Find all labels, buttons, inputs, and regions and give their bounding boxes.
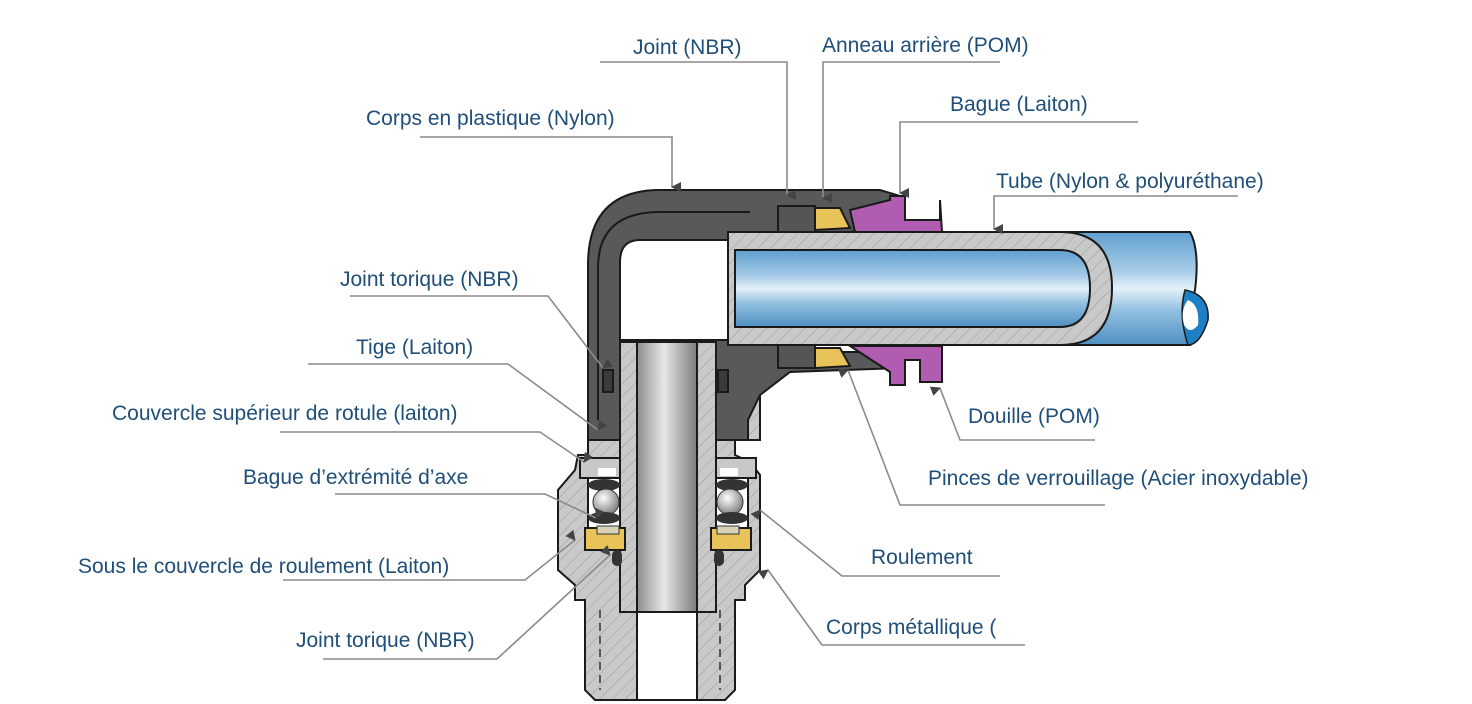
label-joint-torique-bas: Joint torique (NBR)	[296, 629, 475, 652]
collet-bottom	[777, 344, 943, 386]
leader-pinces	[837, 368, 1105, 506]
leader-corps-plastique	[420, 136, 681, 192]
label-bague-laiton: Bague (Laiton)	[950, 93, 1088, 116]
label-couvercle-superieur: Couvercle supérieur de rotule (laiton)	[112, 402, 458, 425]
label-tige: Tige (Laiton)	[356, 336, 474, 359]
label-douille: Douille (POM)	[968, 405, 1100, 428]
leader-corps-metallique	[757, 569, 1025, 646]
label-tube: Tube (Nylon & polyuréthane)	[996, 170, 1264, 193]
leader-tube	[993, 195, 1238, 234]
leader-lines	[280, 61, 1238, 660]
label-sous-couvercle: Sous le couvercle de roulement (Laiton)	[78, 555, 450, 578]
leader-couvercle	[280, 431, 594, 463]
label-joint-nbr: Joint (NBR)	[633, 36, 742, 59]
bore	[636, 599, 698, 701]
label-pinces: Pinces de verrouillage (Acier inoxydable…	[928, 467, 1309, 490]
leader-joint-nbr	[600, 61, 796, 200]
label-roulement: Roulement	[871, 546, 973, 569]
stem-bore	[636, 341, 698, 613]
leader-roulement	[750, 509, 1000, 577]
tube	[727, 231, 1209, 346]
label-corps-plastique: Corps en plastique (Nylon)	[366, 107, 615, 130]
leader-douille	[929, 386, 1095, 441]
o-ring-right	[717, 369, 729, 393]
body-inner-line	[597, 211, 750, 420]
leader-tige	[308, 363, 608, 431]
leader-joint-torique-haut	[350, 295, 614, 369]
label-corps-metallique: Corps métallique (	[826, 616, 997, 639]
leader-sous-couvercle	[283, 529, 576, 581]
leader-anneau	[822, 61, 1000, 203]
label-anneau-arriere: Anneau arrière (POM)	[822, 34, 1029, 57]
leader-bague-extremite	[335, 493, 605, 519]
bearing-right	[710, 457, 757, 566]
bearing-left	[579, 457, 626, 566]
collet-top	[777, 195, 944, 233]
label-joint-torique-haut: Joint torique (NBR)	[340, 268, 519, 291]
o-ring-left	[602, 369, 614, 393]
leader-joint-torique-bas	[323, 544, 611, 660]
label-bague-extremite: Bague d’extrémité d’axe	[243, 466, 469, 489]
leader-bague	[899, 121, 1138, 198]
